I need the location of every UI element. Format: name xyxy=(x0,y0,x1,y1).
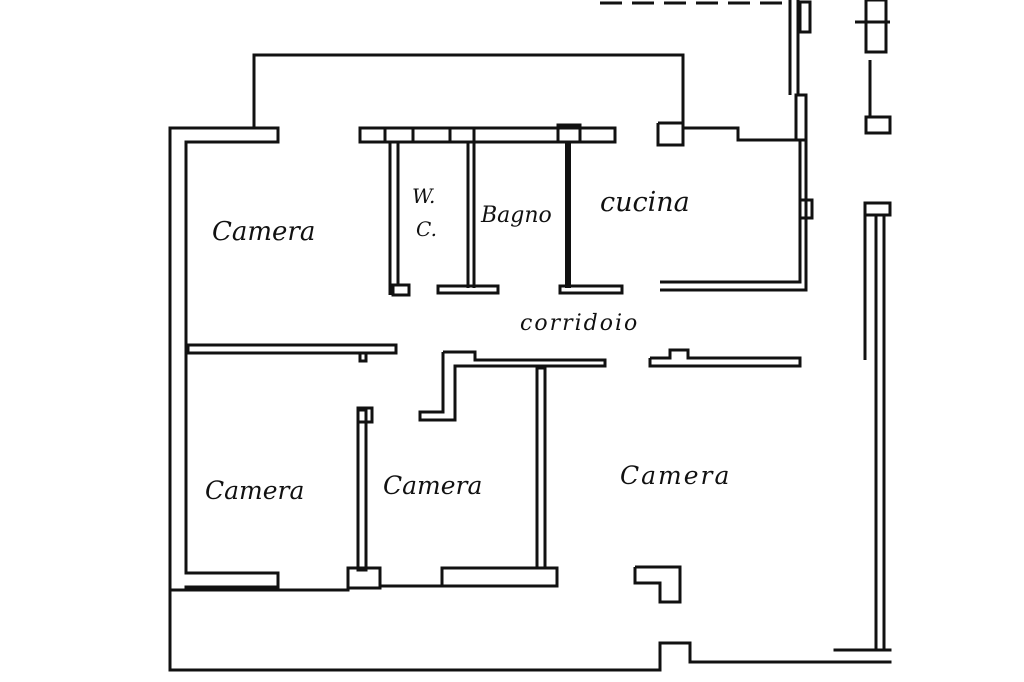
service-partitions xyxy=(388,140,814,297)
room-label-camera-bottom-left: Camera xyxy=(205,476,304,505)
room-label-camera-bottom-right: Camera xyxy=(620,461,731,490)
room-label-wc-line2: C. xyxy=(416,217,437,241)
corridor-left-wall xyxy=(186,343,398,355)
top-roof-outline xyxy=(252,53,685,130)
kitchen-top-left-pier xyxy=(656,121,685,147)
right-side-walls xyxy=(855,0,892,650)
kitchen-window-detail xyxy=(798,198,814,220)
left-wall-outer xyxy=(168,126,280,589)
room-label-bagno: Bagno xyxy=(480,203,552,228)
room-label-wc-line1: W. xyxy=(412,184,435,208)
room-label-camera-bottom-middle: Camera xyxy=(383,471,482,500)
middle-room-left-wall xyxy=(356,408,368,572)
wc-bagno-threshold xyxy=(436,284,500,295)
bagno-threshold xyxy=(558,284,624,295)
right-top-block xyxy=(864,0,888,54)
bottom-room-walls xyxy=(346,366,682,604)
top-right-shaft xyxy=(600,0,812,142)
wc-door-stub xyxy=(391,283,411,297)
left-bottom-wall xyxy=(168,126,662,672)
top-wall-block-2 xyxy=(448,126,476,144)
shaft-lower-block xyxy=(794,93,808,142)
kitchen-right-bottom-wall-outer xyxy=(660,140,808,292)
corridor-right-wall xyxy=(648,348,802,368)
right-top-pier xyxy=(864,115,892,135)
room-label-cucina: cucina xyxy=(600,187,690,218)
kitchen-right-bottom-wall xyxy=(660,140,802,284)
exterior-walls xyxy=(168,53,892,672)
shaft-block xyxy=(798,0,812,34)
corridor-middle-wall xyxy=(418,350,607,422)
corridor-walls xyxy=(186,343,802,422)
middle-room-bottom-block xyxy=(440,566,559,588)
room-label-camera-top-left: Camera xyxy=(212,217,315,247)
middle-room-bottom-left-pier xyxy=(346,566,382,590)
bottom-right-wall xyxy=(658,641,837,664)
middle-room-door-pivot xyxy=(356,406,374,424)
kitchen-top-wall xyxy=(683,126,800,142)
room-label-corridoio: corridoio xyxy=(520,311,639,336)
top-wall-band xyxy=(358,126,617,144)
middle-right-partition xyxy=(535,366,547,570)
corridor-left-door-stub xyxy=(358,351,368,363)
big-room-column xyxy=(633,565,682,604)
